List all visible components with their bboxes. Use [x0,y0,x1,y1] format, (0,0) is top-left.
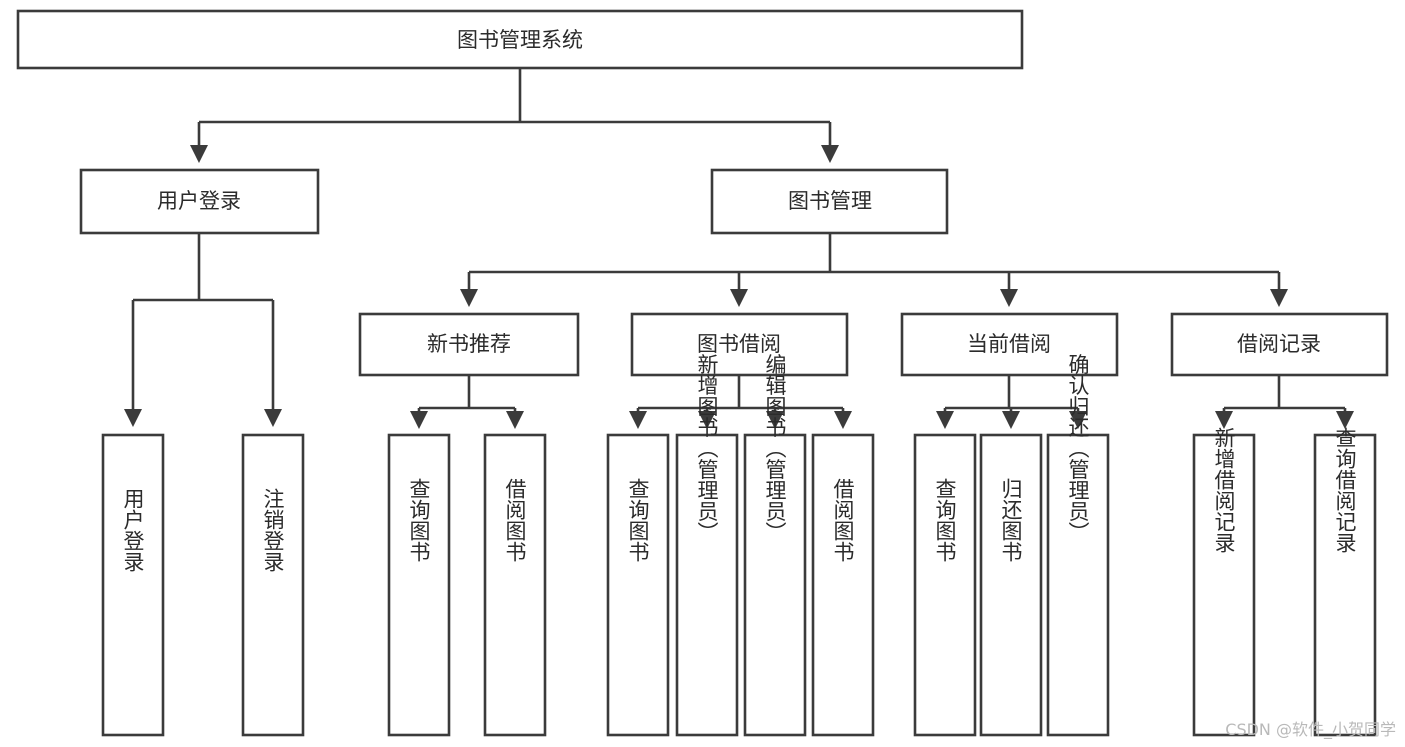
leaf-bb-add-book-admin-label: 新增图书（管理员） [695,354,719,543]
leaf-br-query-record-label: 查询借阅记录 [1333,427,1357,553]
node-current-borrow[interactable]: 当前借阅 [900,312,1119,377]
leaf-user-login[interactable]: 用户登录 [101,433,165,737]
leaf-br-query-record-box [1313,433,1377,737]
leaf-cb-query-book-label: 查询图书 [933,478,957,562]
leaf-user-login-label: 用户登录 [121,488,145,572]
leaf-user-login-box [101,433,165,737]
current-borrow-label: 当前借阅 [967,332,1051,356]
leaf-nb-query-book-box [387,433,451,737]
leaf-bb-add-book-admin-box [675,433,739,737]
leaf-cb-confirm-return-admin-box [1046,433,1110,737]
leaf-br-add-record-label: 新增借阅记录 [1212,427,1236,553]
book-borrow-box [630,312,849,377]
leaf-bb-borrow-book-box [811,433,875,737]
leaf-bb-borrow-book-label: 借阅图书 [831,478,855,562]
leaf-cb-confirm-return-admin[interactable]: 确认归还（管理员） [1046,354,1110,737]
connectors [123,68,1355,430]
node-book-management[interactable]: 图书管理 [710,168,949,235]
leaf-cb-query-book-box [913,433,977,737]
current-borrow-box [900,312,1119,377]
leaf-bb-query-book-label: 查询图书 [626,478,650,562]
book-management-box [710,168,949,235]
leaf-bb-edit-book-admin-box [743,433,807,737]
root-box [16,9,1024,70]
leaf-nb-borrow-book-box [483,433,547,737]
node-user-login[interactable]: 用户登录 [79,168,320,235]
leaf-nb-query-book[interactable]: 查询图书 [387,433,451,737]
leaf-logout-label: 注销登录 [261,488,285,572]
leaf-br-add-record[interactable]: 新增借阅记录 [1192,427,1256,737]
leaf-cb-confirm-return-admin-label: 确认归还（管理员） [1066,354,1090,543]
user-login-box [79,168,320,235]
leaf-br-query-record[interactable]: 查询借阅记录 [1313,427,1377,737]
leaf-bb-query-book-box [606,433,670,737]
borrow-record-label: 借阅记录 [1237,332,1321,356]
leaf-cb-return-book-label: 归还图书 [999,478,1023,562]
leaf-bb-borrow-book[interactable]: 借阅图书 [811,433,875,737]
new-book-recommend-box [358,312,580,377]
leaf-nb-query-book-label: 查询图书 [407,478,431,562]
leaf-br-add-record-box [1192,433,1256,737]
leaf-cb-return-book-box [979,433,1043,737]
csdn-watermark: CSDN @软件_小贺同学 [1225,720,1396,740]
node-new-book-recommend[interactable]: 新书推荐 [358,312,580,377]
leaf-nb-borrow-book-label: 借阅图书 [503,478,527,562]
leaf-bb-add-book-admin[interactable]: 新增图书（管理员） [675,354,739,737]
leaf-nb-borrow-book[interactable]: 借阅图书 [483,433,547,737]
root-label: 图书管理系统 [457,28,583,52]
book-management-label: 图书管理 [788,189,872,213]
leaf-cb-query-book[interactable]: 查询图书 [913,433,977,737]
book-borrow-label: 图书借阅 [697,332,781,356]
node-root[interactable]: 图书管理系统 [16,9,1024,70]
new-book-recommend-label: 新书推荐 [427,332,511,356]
leaf-logout[interactable]: 注销登录 [241,433,305,737]
leaf-cb-return-book[interactable]: 归还图书 [979,433,1043,737]
leaf-bb-query-book[interactable]: 查询图书 [606,433,670,737]
leaf-bb-edit-book-admin-label: 编辑图书（管理员） [763,354,787,543]
leaf-logout-box [241,433,305,737]
leaf-bb-edit-book-admin[interactable]: 编辑图书（管理员） [743,354,807,737]
user-login-label: 用户登录 [157,189,241,213]
node-borrow-record[interactable]: 借阅记录 [1170,312,1389,377]
node-book-borrow[interactable]: 图书借阅 [630,312,849,377]
borrow-record-box [1170,312,1389,377]
